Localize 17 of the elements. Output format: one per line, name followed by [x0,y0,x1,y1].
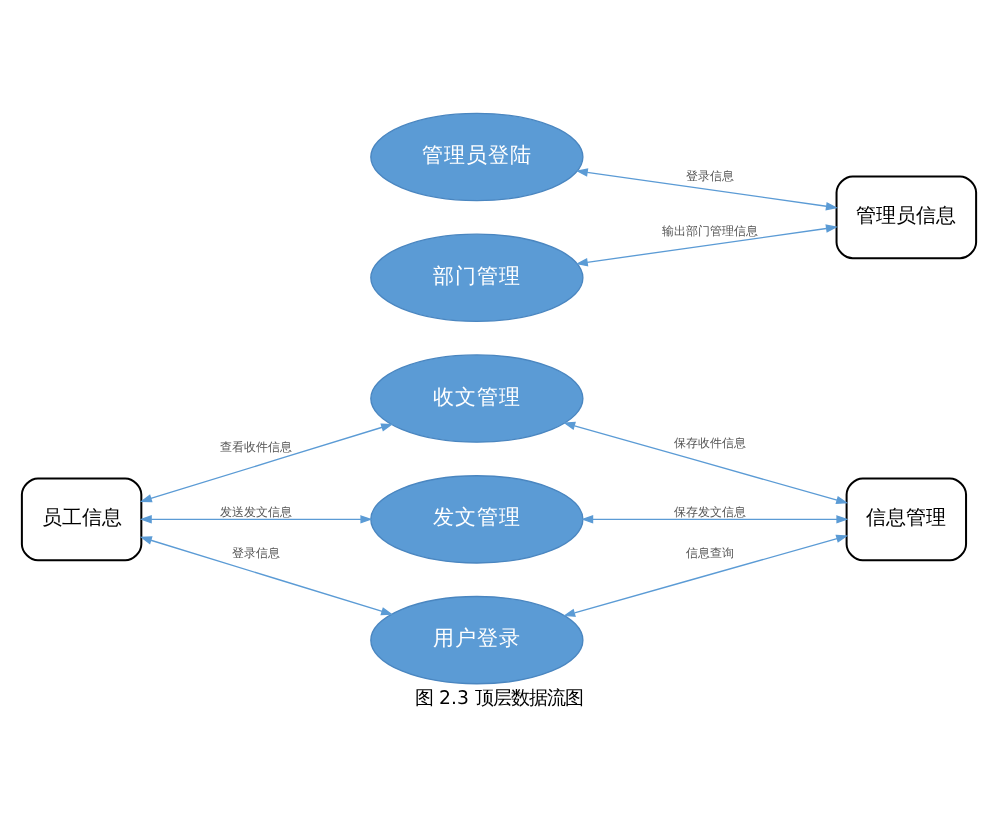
arrow [575,167,838,210]
arrow [563,533,849,616]
node-ellipse: 收文管理 [370,353,584,442]
caption: 图 2.3 顶层数据流图 [415,687,583,710]
node-box: 信息管理 [845,476,968,561]
node-ellipse: 管理员登陆 [370,111,584,201]
arrow [575,223,838,266]
arrow [563,420,849,504]
node-box: 管理员信息 [835,174,978,259]
node-ellipse: 部门管理 [370,232,584,322]
arrow [139,535,394,615]
node-box: 员工信息 [20,476,143,561]
arrow [139,514,373,523]
arrow [581,514,849,523]
node-ellipse: 发文管理 [370,474,584,563]
arrow [139,422,394,502]
node-ellipse: 用户登录 [370,594,584,684]
